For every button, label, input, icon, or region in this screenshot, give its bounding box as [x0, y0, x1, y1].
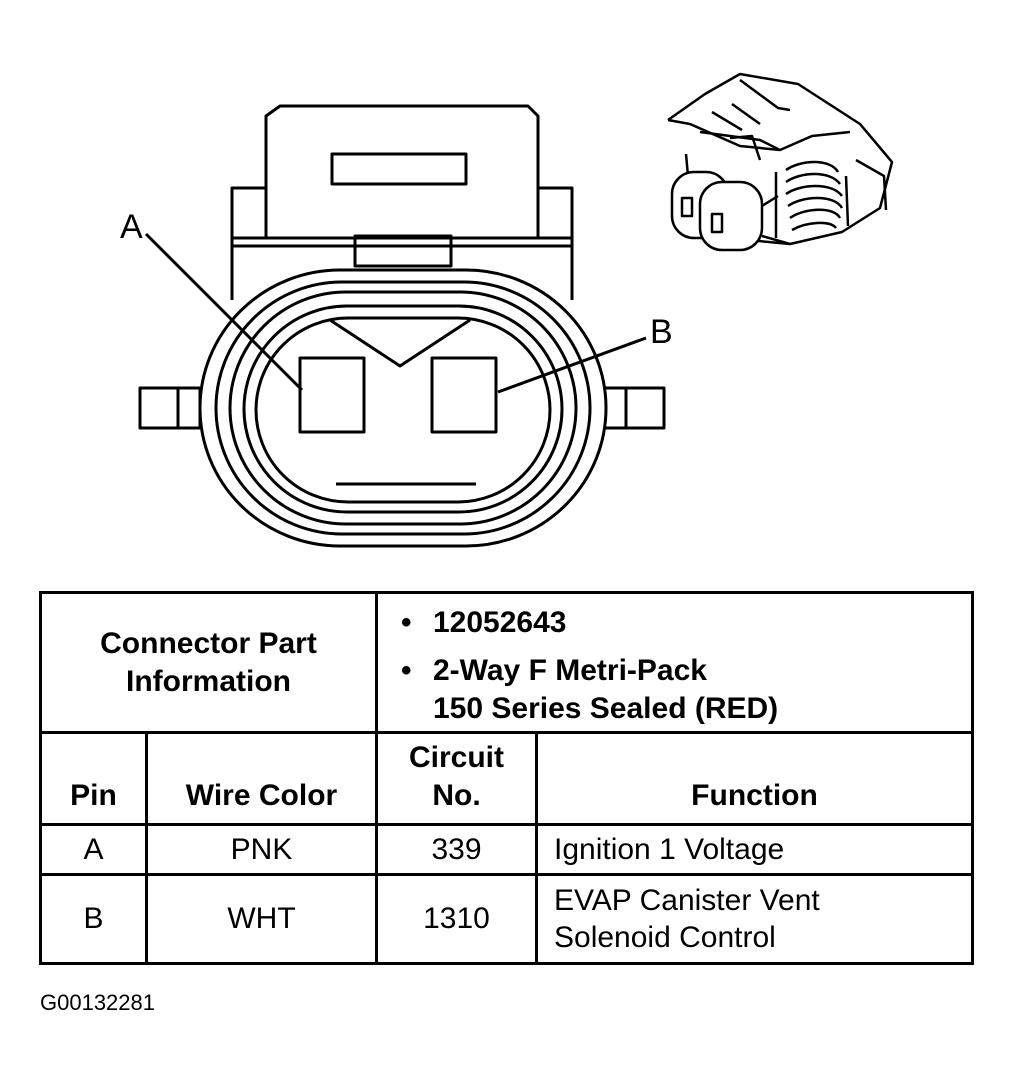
row-b-pin: B: [39, 873, 148, 965]
connector-diagram: A B: [120, 72, 894, 548]
row-a-function: Ignition 1 Voltage: [535, 823, 974, 876]
figure-id: G00132281: [40, 990, 155, 1015]
row-a-circuit: 339: [375, 823, 538, 876]
col-header-pin: Pin: [39, 731, 148, 826]
pin-label-b: B: [650, 313, 673, 351]
col-header-wire-color: Wire Color: [145, 731, 378, 826]
pin-label-a: A: [120, 208, 143, 246]
row-b-wire-color: WHT: [145, 873, 378, 965]
col-header-function: Function: [535, 731, 974, 826]
connector-part-info-label: Connector Part Information: [39, 591, 378, 734]
part-series: 150 Series Sealed (RED): [433, 692, 779, 725]
table-header-row: Connector Part Information 12052643 2-Wa…: [39, 591, 974, 734]
table-row: A PNK 339 Ignition 1 Voltage: [39, 823, 974, 876]
cavity-b: [430, 356, 498, 434]
cavity-a: [298, 356, 366, 434]
row-a-pin: A: [39, 823, 148, 876]
connector-iso-view: [667, 72, 894, 252]
row-a-wire-color: PNK: [145, 823, 378, 876]
connector-info-table: Connector Part Information 12052643 2-Wa…: [39, 591, 974, 965]
row-b-circuit: 1310: [375, 873, 538, 965]
part-number: 12052643: [401, 604, 971, 642]
connector-face-view: [138, 104, 666, 548]
